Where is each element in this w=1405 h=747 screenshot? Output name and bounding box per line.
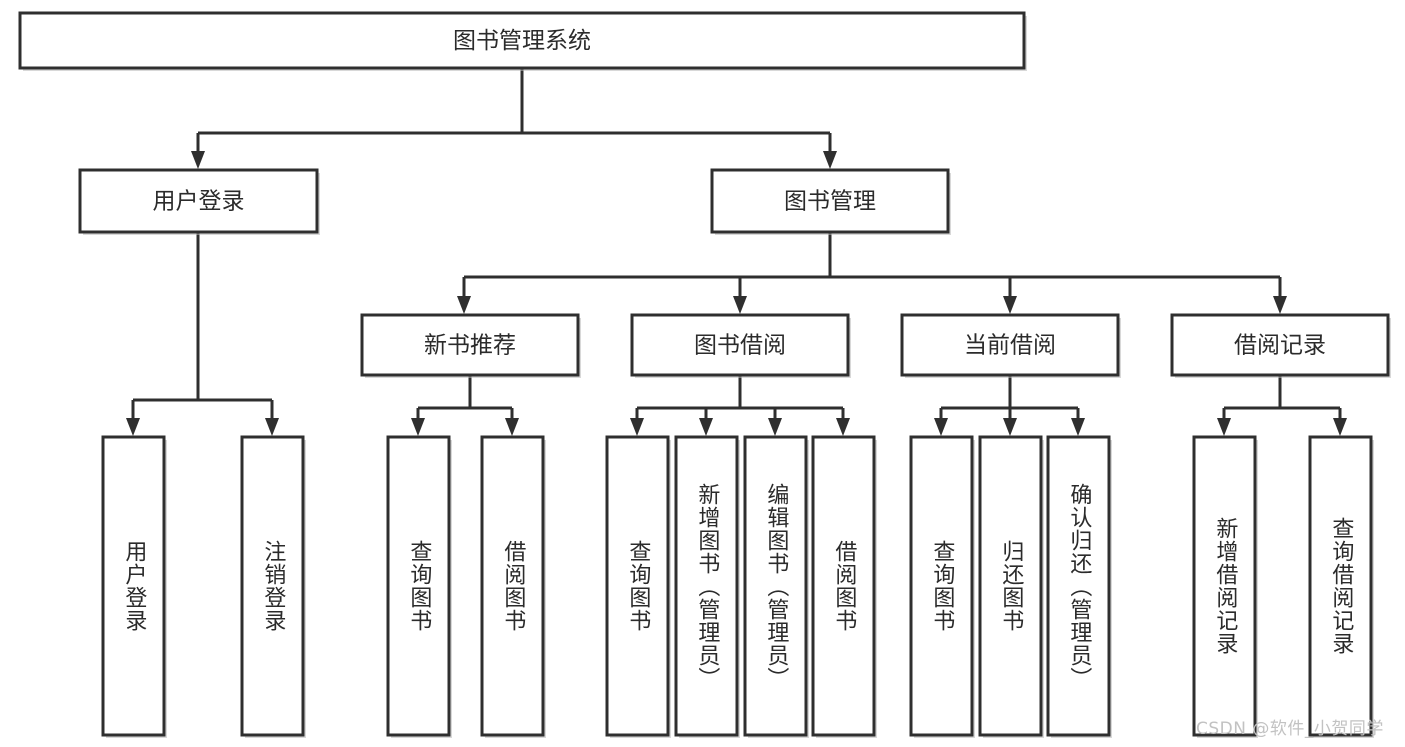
c-book-manage-bus-arrow-2 [1003, 296, 1017, 314]
node-box-book-manage[interactable] [710, 168, 950, 234]
box-layer [18, 11, 1391, 738]
c-recommend-bus-arrow-1 [505, 418, 519, 436]
c-borrow-bus-arrow-2 [768, 418, 782, 436]
leaf-box-leaf-borrow-book[interactable] [811, 435, 876, 737]
c-record-bus-arrow-1 [1333, 418, 1347, 436]
node-label-book-manage: 图书管理 [784, 189, 876, 215]
c-user-login-bus-arrow-0 [126, 418, 140, 436]
leaf-box-leaf-user-logout[interactable] [240, 435, 305, 737]
leaf-box-leaf-confirm-return[interactable] [1046, 435, 1111, 737]
c-book-manage-bus-arrow-3 [1273, 296, 1287, 314]
node-label-user-login: 用户登录 [153, 189, 245, 215]
leaf-box-leaf-return-book[interactable] [978, 435, 1043, 737]
node-box-current-borrow[interactable] [900, 313, 1120, 377]
connector-layer [126, 68, 1347, 436]
node-label-root: 图书管理系统 [453, 28, 591, 54]
c-current-bus-arrow-2 [1071, 418, 1085, 436]
c-current-bus-arrow-1 [1003, 418, 1017, 436]
c-book-manage-bus-arrow-0 [457, 296, 471, 314]
node-label-book-borrow: 图书借阅 [694, 333, 786, 359]
c-root-bus-arrow-0 [191, 151, 205, 169]
leaf-box-leaf-query-borrow-record[interactable] [1308, 435, 1373, 737]
c-recommend-bus-arrow-0 [411, 418, 425, 436]
c-borrow-bus-arrow-1 [699, 418, 713, 436]
csdn-watermark: CSDN @软件_小贺同学 [1196, 719, 1384, 739]
c-current-bus-arrow-0 [934, 418, 948, 436]
node-label-current-borrow: 当前借阅 [964, 333, 1056, 359]
leaf-box-leaf-user-login[interactable] [101, 435, 166, 737]
node-box-book-borrow[interactable] [630, 313, 850, 377]
node-box-borrow-record[interactable] [1170, 313, 1390, 377]
c-borrow-bus-arrow-0 [630, 418, 644, 436]
leaf-box-leaf-query-book-recommend[interactable] [386, 435, 451, 737]
c-user-login-bus-arrow-1 [265, 418, 279, 436]
leaf-box-leaf-add-borrow-record[interactable] [1192, 435, 1257, 737]
node-box-new-book-recommend[interactable] [360, 313, 580, 377]
node-label-borrow-record: 借阅记录 [1234, 333, 1326, 359]
node-box-root[interactable] [18, 11, 1026, 70]
c-book-manage-bus-arrow-1 [733, 296, 747, 314]
c-record-bus-arrow-0 [1217, 418, 1231, 436]
leaf-box-leaf-edit-book[interactable] [743, 435, 808, 737]
leaf-box-leaf-query-book-current[interactable] [909, 435, 974, 737]
node-box-user-login[interactable] [78, 168, 319, 234]
leaf-box-leaf-add-book[interactable] [674, 435, 739, 737]
leaf-box-leaf-borrow-book-recommend[interactable] [480, 435, 545, 737]
c-root-bus-arrow-1 [823, 151, 837, 169]
leaf-box-leaf-query-book-borrow[interactable] [605, 435, 670, 737]
node-label-new-book-recommend: 新书推荐 [424, 333, 516, 359]
c-borrow-bus-arrow-3 [836, 418, 850, 436]
